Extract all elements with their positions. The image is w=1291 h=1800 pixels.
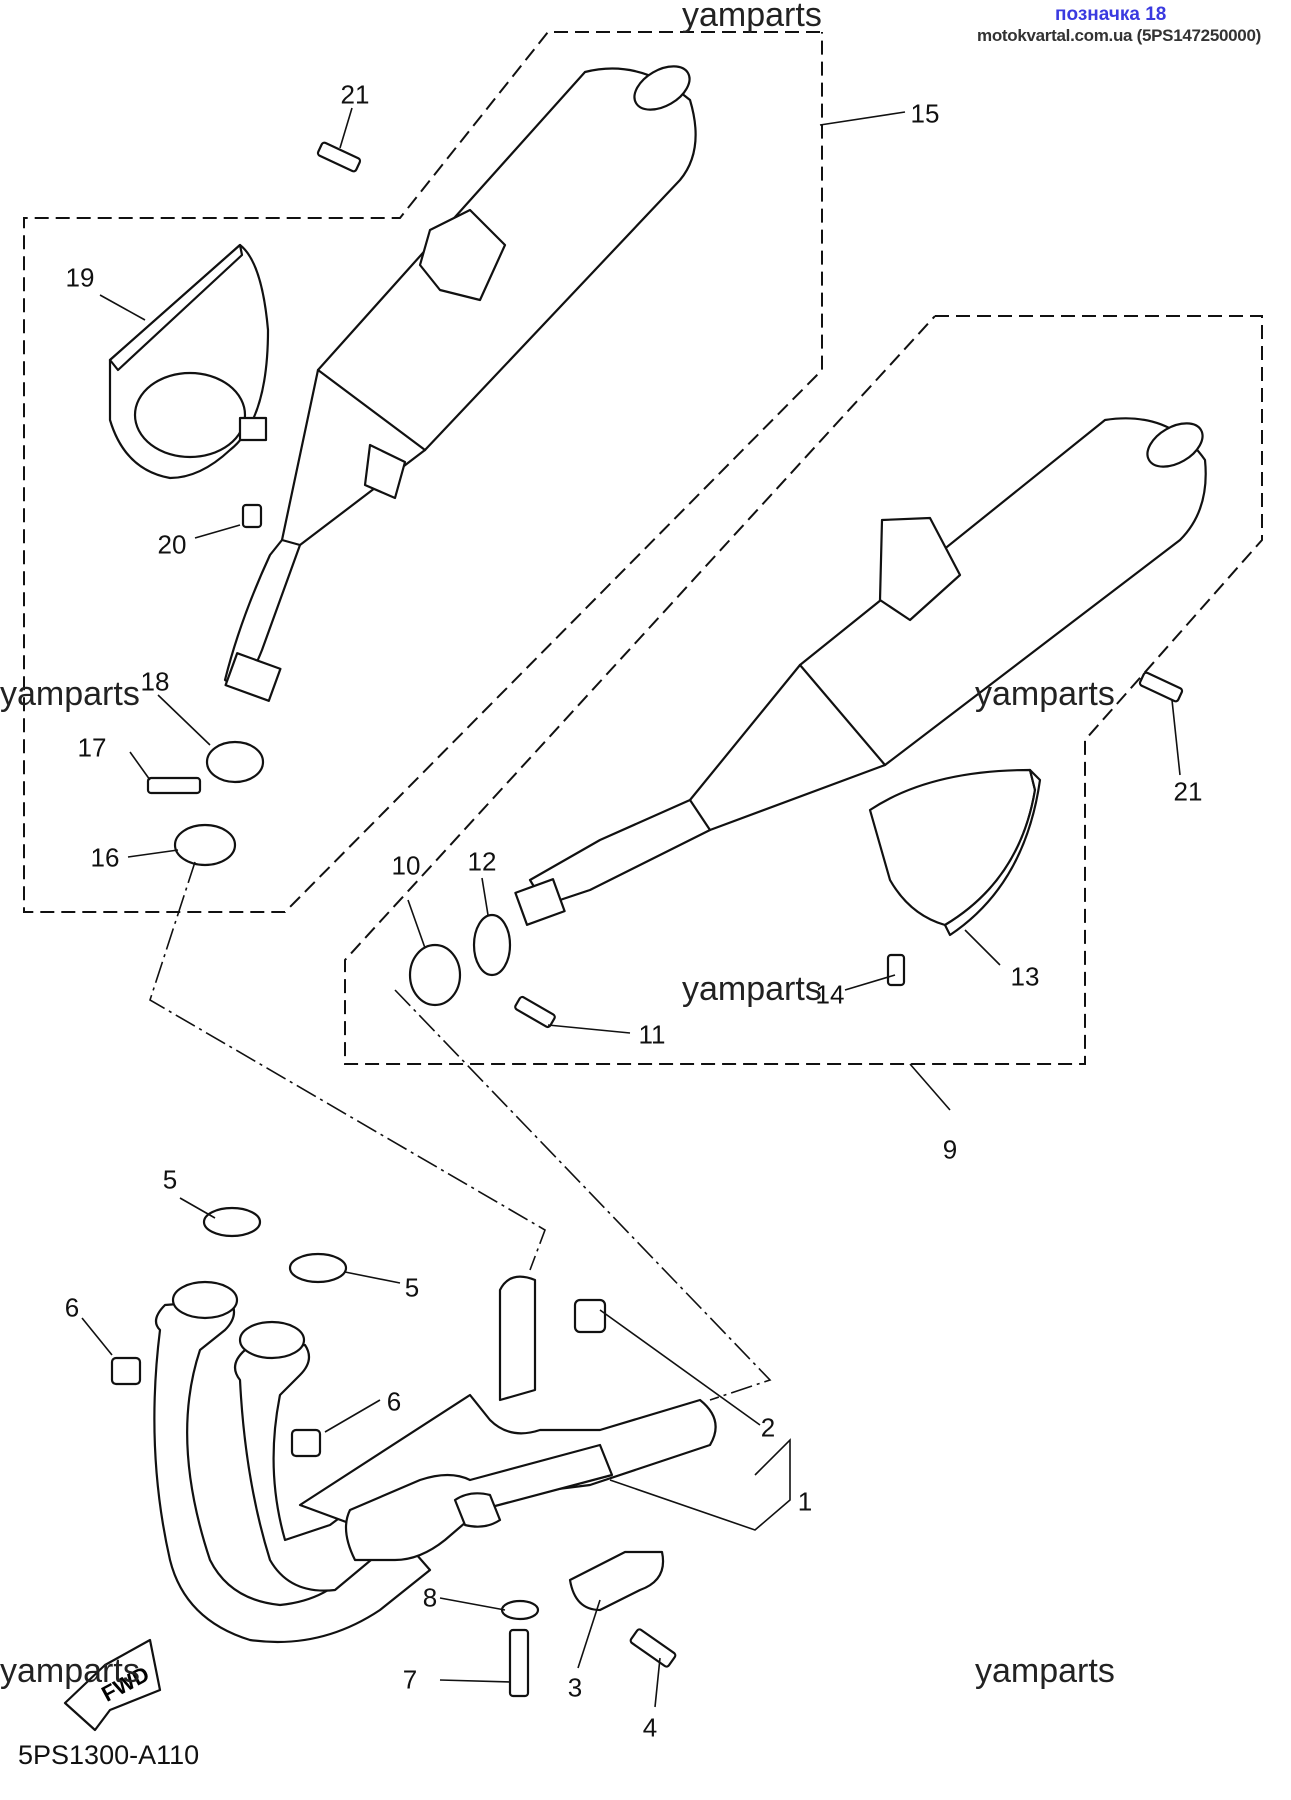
callout-8: 8 bbox=[422, 1582, 438, 1613]
diagram-code: 5PS1300-A110 bbox=[18, 1740, 200, 1770]
callout-12: 12 bbox=[467, 846, 497, 877]
watermark-bottom-left: yamparts bbox=[0, 1652, 140, 1690]
callout-14: 14 bbox=[815, 979, 845, 1010]
heat-shield-right bbox=[868, 768, 1042, 937]
header-label: позначка 18 bbox=[1055, 4, 1167, 25]
callout-3: 3 bbox=[567, 1672, 583, 1703]
callout-17: 17 bbox=[77, 732, 107, 763]
callout-9: 9 bbox=[942, 1134, 958, 1165]
callout-15: 15 bbox=[910, 98, 940, 129]
callout-5-top: 5 bbox=[162, 1164, 178, 1195]
chain-line-16 bbox=[149, 861, 546, 1271]
assembly-box-9 bbox=[344, 315, 1263, 1065]
muffler-right bbox=[514, 417, 1207, 926]
header-source: motokvartal.com.ua (5PS147250000) bbox=[977, 26, 1261, 45]
watermark-top: yamparts bbox=[682, 0, 822, 34]
callout-20: 20 bbox=[157, 529, 187, 560]
callout-4: 4 bbox=[642, 1712, 658, 1743]
chain-line-10 bbox=[394, 989, 772, 1401]
callout-13: 13 bbox=[1010, 961, 1040, 992]
heat-shield-left bbox=[108, 243, 270, 480]
callout-2: 2 bbox=[760, 1412, 776, 1443]
callout-6-left: 6 bbox=[64, 1292, 80, 1323]
callout-10: 10 bbox=[391, 850, 421, 881]
watermark-bottom-right: yamparts bbox=[975, 1652, 1115, 1690]
callout-6-right: 6 bbox=[386, 1386, 402, 1417]
callout-21-right: 21 bbox=[1173, 776, 1203, 807]
assembly-box-15 bbox=[23, 31, 823, 913]
exhaust-pipes bbox=[153, 1275, 717, 1644]
callout-16: 16 bbox=[90, 842, 120, 873]
hardware bbox=[110, 141, 1184, 1698]
callout-5-right: 5 bbox=[404, 1272, 420, 1303]
watermark-right: yamparts bbox=[975, 675, 1115, 713]
watermark-middle: yamparts bbox=[682, 970, 822, 1008]
callout-18: 18 bbox=[140, 666, 170, 697]
callout-7: 7 bbox=[402, 1664, 418, 1695]
muffler-left bbox=[223, 65, 697, 702]
watermark-left: yamparts bbox=[0, 675, 140, 713]
callout-11: 11 bbox=[638, 1019, 666, 1050]
callout-1: 1 bbox=[797, 1486, 813, 1517]
callout-21-left: 21 bbox=[340, 79, 370, 110]
leader-lines bbox=[81, 107, 1181, 1708]
callout-19: 19 bbox=[65, 262, 95, 293]
